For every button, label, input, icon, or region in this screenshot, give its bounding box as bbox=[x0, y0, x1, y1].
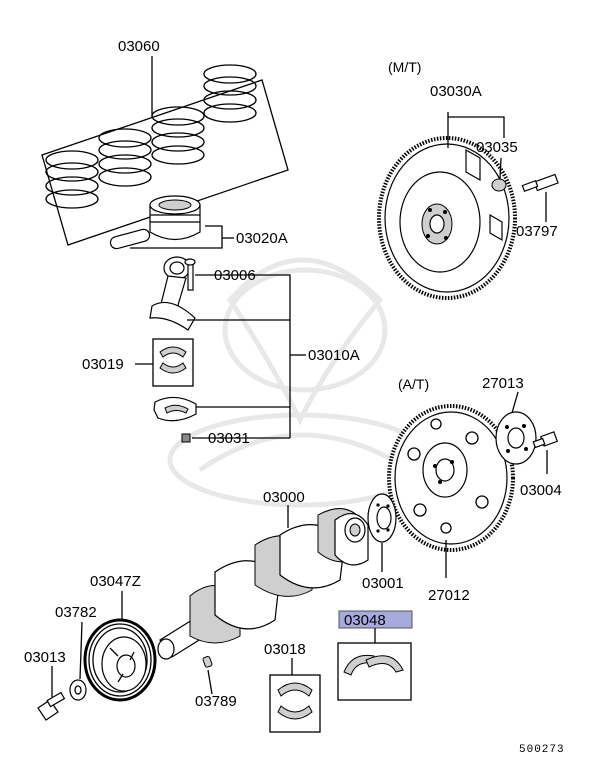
rod-bearing-inset[interactable] bbox=[152, 338, 194, 387]
label-03782[interactable]: 03782 bbox=[55, 604, 97, 621]
piston-rings-group[interactable] bbox=[41, 64, 289, 246]
diagram-id: 500273 bbox=[519, 744, 565, 756]
label-03035[interactable]: 03035 bbox=[476, 139, 518, 156]
drive-plate-at[interactable] bbox=[387, 404, 515, 552]
label-03004[interactable]: 03004 bbox=[520, 482, 562, 499]
label-03030A[interactable]: 03030A bbox=[430, 83, 482, 100]
variant-manual: (M/T) bbox=[388, 59, 421, 75]
crank-pulley[interactable] bbox=[83, 618, 157, 702]
crank-key[interactable] bbox=[202, 655, 213, 668]
label-03020A[interactable]: 03020A bbox=[236, 230, 288, 247]
label-03797[interactable]: 03797 bbox=[516, 223, 558, 240]
flywheel-mt[interactable] bbox=[377, 136, 517, 300]
main-bearing-inset[interactable] bbox=[269, 674, 321, 733]
label-03019[interactable]: 03019 bbox=[82, 356, 124, 373]
label-03013[interactable]: 03013 bbox=[24, 649, 66, 666]
label-03048[interactable]: 03048 bbox=[344, 612, 386, 629]
label-03789[interactable]: 03789 bbox=[195, 693, 237, 710]
pulley-washer[interactable] bbox=[69, 679, 87, 701]
adapter-plate[interactable] bbox=[495, 411, 537, 465]
drive-plate-bolt[interactable] bbox=[532, 431, 559, 449]
label-27013[interactable]: 27013 bbox=[482, 375, 524, 392]
rod-cap[interactable] bbox=[153, 396, 197, 422]
flywheel-bolt[interactable] bbox=[521, 173, 559, 192]
pulley-bolt[interactable] bbox=[37, 691, 66, 721]
label-03000[interactable]: 03000 bbox=[263, 489, 305, 506]
label-03047Z[interactable]: 03047Z bbox=[90, 573, 141, 590]
piston[interactable] bbox=[109, 195, 201, 250]
connecting-rod[interactable] bbox=[149, 256, 196, 331]
crankshaft[interactable] bbox=[157, 508, 369, 660]
label-03006[interactable]: 03006 bbox=[214, 267, 256, 284]
variant-automatic: (A/T) bbox=[398, 376, 429, 392]
thrust-washers[interactable] bbox=[343, 654, 404, 676]
label-03001[interactable]: 03001 bbox=[362, 575, 404, 592]
dowel-pin[interactable] bbox=[491, 178, 507, 192]
label-03060[interactable]: 03060 bbox=[118, 38, 160, 55]
label-27012[interactable]: 27012 bbox=[428, 587, 470, 604]
rod-nut[interactable] bbox=[181, 433, 191, 443]
label-03031[interactable]: 03031 bbox=[208, 430, 250, 447]
label-03018[interactable]: 03018 bbox=[264, 641, 306, 658]
crank-rear-flange[interactable] bbox=[367, 493, 397, 543]
label-03010A[interactable]: 03010A bbox=[308, 347, 360, 364]
